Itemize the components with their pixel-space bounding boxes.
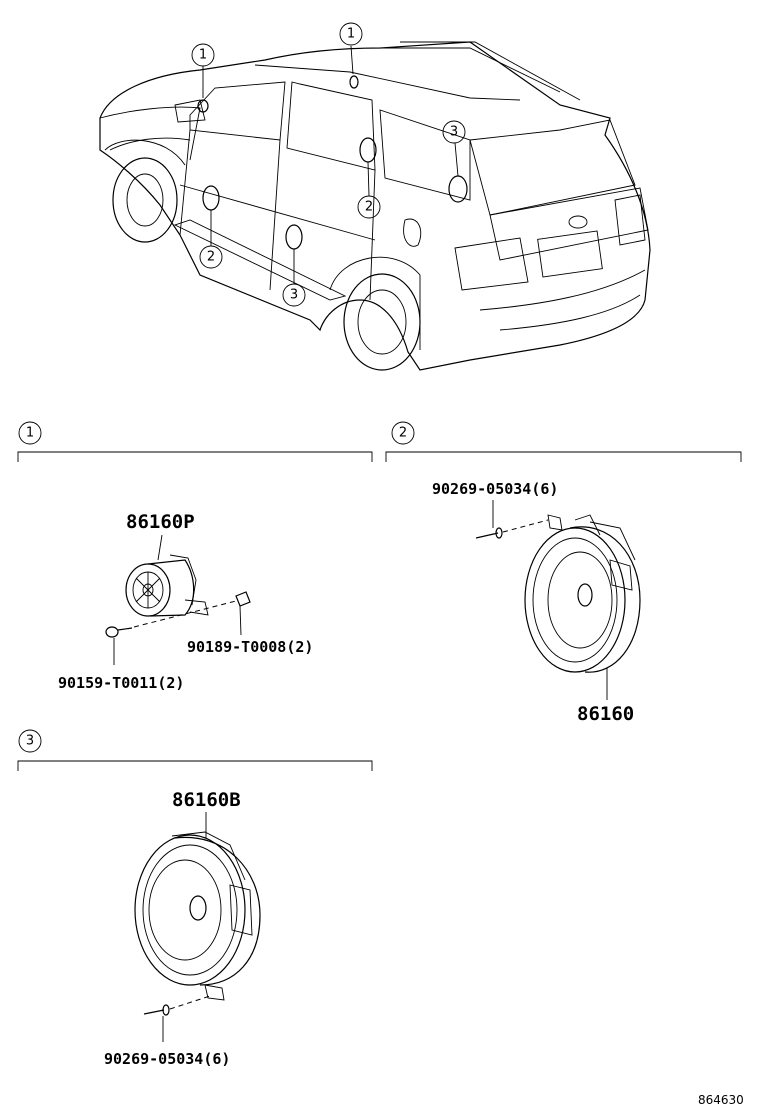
part-number-90189-T0008: 90189-T0008(2) [187,638,313,656]
section-3-bracket [17,760,373,771]
figure-reference-number: 864630 [698,1093,744,1107]
section-1-bracket [17,451,373,462]
callout-3-rear-door: 3 [282,283,306,307]
svg-text:3: 3 [450,125,458,140]
section-3-number: 3 [18,729,42,753]
part-number-90269-05034-section2: 90269-05034(6) [432,480,558,498]
callout-1-rear: 1 [339,22,363,46]
svg-text:2: 2 [365,200,373,215]
svg-text:3: 3 [290,288,298,303]
part-number-86160: 86160 [577,703,634,725]
svg-text:3: 3 [26,734,34,749]
rear-speaker-86160B [134,831,261,1001]
callout-1-front: 1 [191,43,215,67]
tweeter-speaker [125,554,209,617]
speaker-screw-section3 [143,1004,170,1016]
svg-text:2: 2 [207,250,215,265]
callout-2-front-door: 2 [199,245,223,269]
vehicle-illustration [99,41,651,371]
svg-text:1: 1 [347,27,355,42]
svg-text:2: 2 [399,426,407,441]
section-2-number: 2 [391,421,415,445]
section-3: 3 86160B 90269-05034(6) [17,729,373,1068]
part-number-86160P: 86160P [126,511,195,533]
clip-nut [235,591,251,636]
tapping-screw [105,626,133,665]
svg-text:1: 1 [26,426,34,441]
section-2-bracket [385,451,742,462]
svg-text:1: 1 [199,48,207,63]
door-speaker-86160 [524,514,641,673]
callout-3-rear-quarter: 3 [442,120,466,144]
part-number-86160B: 86160B [172,789,241,811]
callout-2-rear-door: 2 [357,195,381,219]
section-1: 1 86160P 90189-T0008(2) 90159-T0011( [17,421,373,692]
section-2: 2 90269-05034(6) 86160 [385,421,742,725]
part-number-90269-05034-section3: 90269-05034(6) [104,1050,230,1068]
part-number-90159-T0011: 90159-T0011(2) [58,674,184,692]
speaker-screw-section2 [475,527,503,539]
section-1-number: 1 [18,421,42,445]
